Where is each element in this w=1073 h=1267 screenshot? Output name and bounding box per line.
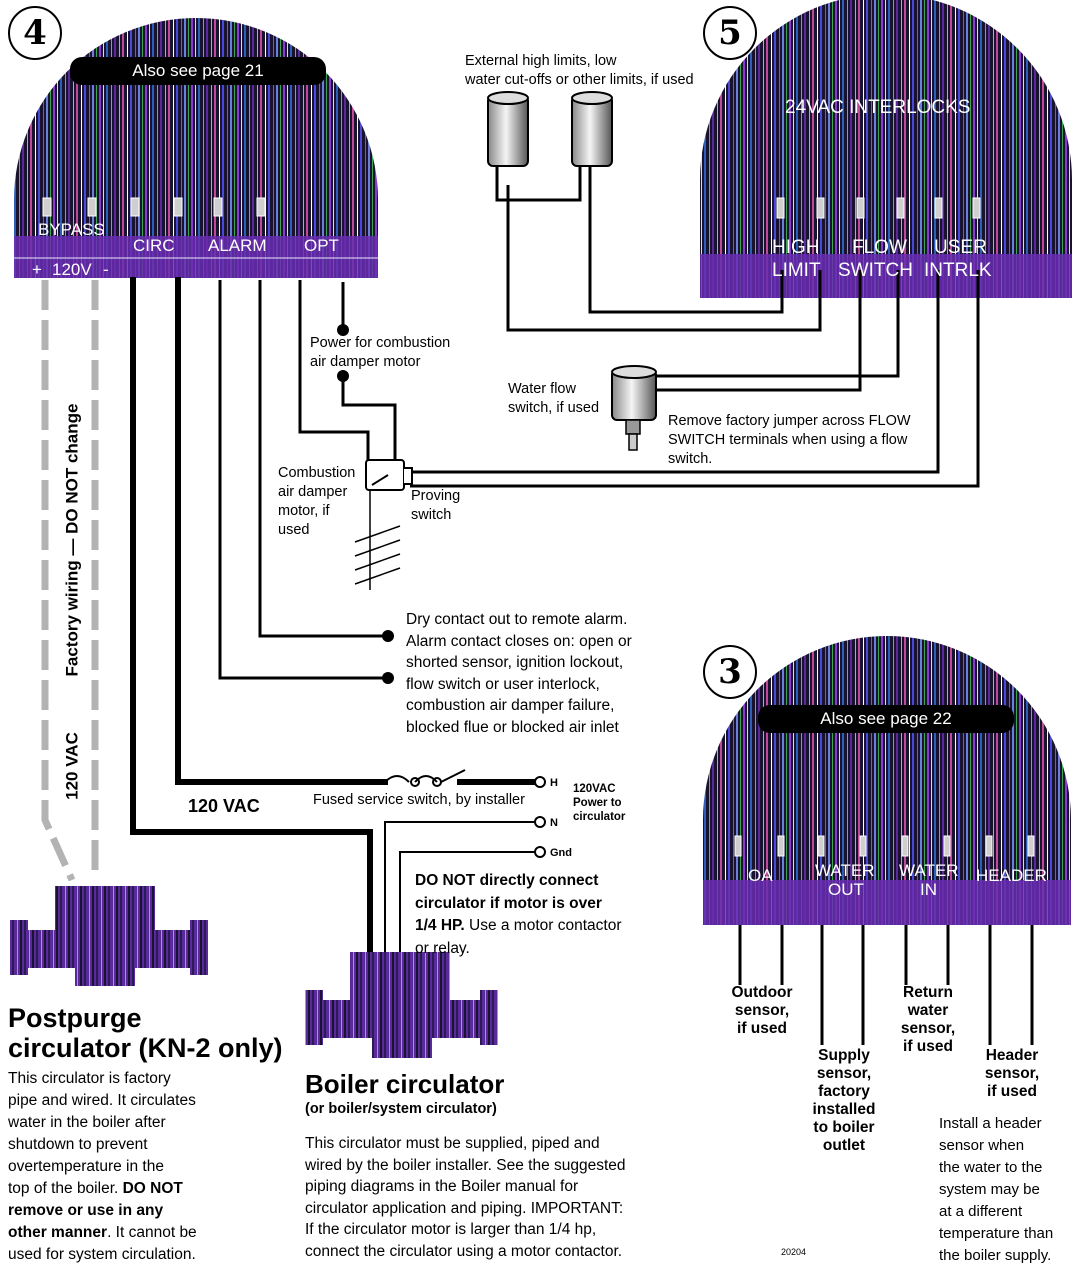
boiler-subtitle: (or boiler/system circulator) xyxy=(305,1101,497,1117)
terminal-dots xyxy=(337,324,394,684)
opt-label: OPT xyxy=(304,236,339,255)
vac-mid-label: 120 VAC xyxy=(188,796,260,816)
water-flow-switch xyxy=(611,365,657,451)
switch-label: SWITCH xyxy=(838,260,913,281)
bypass-minus: - xyxy=(103,260,109,279)
boiler-body: This circulator must be supplied, piped … xyxy=(305,1135,626,1260)
footer-code: 20204 xyxy=(781,1247,807,1257)
wires-thin xyxy=(218,160,1034,1045)
water-in-label-2: IN xyxy=(920,880,937,899)
intrlk-label: INTRLK xyxy=(924,260,992,281)
fused-switch-label: Fused service switch, by installer xyxy=(313,792,525,808)
flow-label: FLOW xyxy=(852,237,907,258)
factory-wiring xyxy=(41,280,99,882)
do-not-connect-note: DO NOT directly connect circulator if mo… xyxy=(415,872,622,957)
boiler-circulator xyxy=(305,952,498,1058)
fused-service-switch xyxy=(384,769,466,787)
alarm-label: ALARM xyxy=(208,236,267,255)
vac-left-label: 120 VAC xyxy=(62,732,82,800)
terminal-gnd-label: Gnd xyxy=(550,847,572,859)
damper-motor xyxy=(354,459,413,590)
panel-3-note: Also see page 22 xyxy=(758,705,1014,733)
panel-4-badge: 4 xyxy=(8,6,62,60)
user-label: USER xyxy=(934,237,987,258)
dry-contact-note: Dry contact out to remote alarm.Alarm co… xyxy=(406,611,632,736)
bypass-label: BYPASS xyxy=(38,220,105,239)
panel-5-title: 24VAC INTERLOCKS xyxy=(785,97,971,118)
circ-label: CIRC xyxy=(133,236,175,255)
panel-4-note: Also see page 21 xyxy=(70,57,326,85)
panel-5-badge: 5 xyxy=(703,6,757,60)
bypass-plus: + xyxy=(32,260,42,279)
power-terminals xyxy=(534,776,546,858)
terminal-n-label: N xyxy=(550,817,558,829)
boiler-title: Boiler circulator xyxy=(305,1069,505,1099)
bypass-120v: 120V xyxy=(52,260,92,279)
header-label: HEADER xyxy=(976,866,1047,885)
limit-label: LIMIT xyxy=(772,260,821,281)
water-out-label-1: WATER xyxy=(815,861,875,880)
oa-label: OA xyxy=(748,866,773,885)
factory-wiring-label: Factory wiring — DO NOT change xyxy=(62,403,82,677)
wires-heavy xyxy=(130,277,538,958)
water-in-label-1: WATER xyxy=(899,861,959,880)
panel-5-board xyxy=(700,0,1072,298)
external-limits xyxy=(487,91,613,167)
panel-3-badge: 3 xyxy=(703,645,757,699)
water-out-label-2: OUT xyxy=(828,880,864,899)
high-label: HIGH xyxy=(772,237,820,258)
terminal-h-label: H xyxy=(550,777,558,789)
postpurge-circulator xyxy=(10,886,208,986)
